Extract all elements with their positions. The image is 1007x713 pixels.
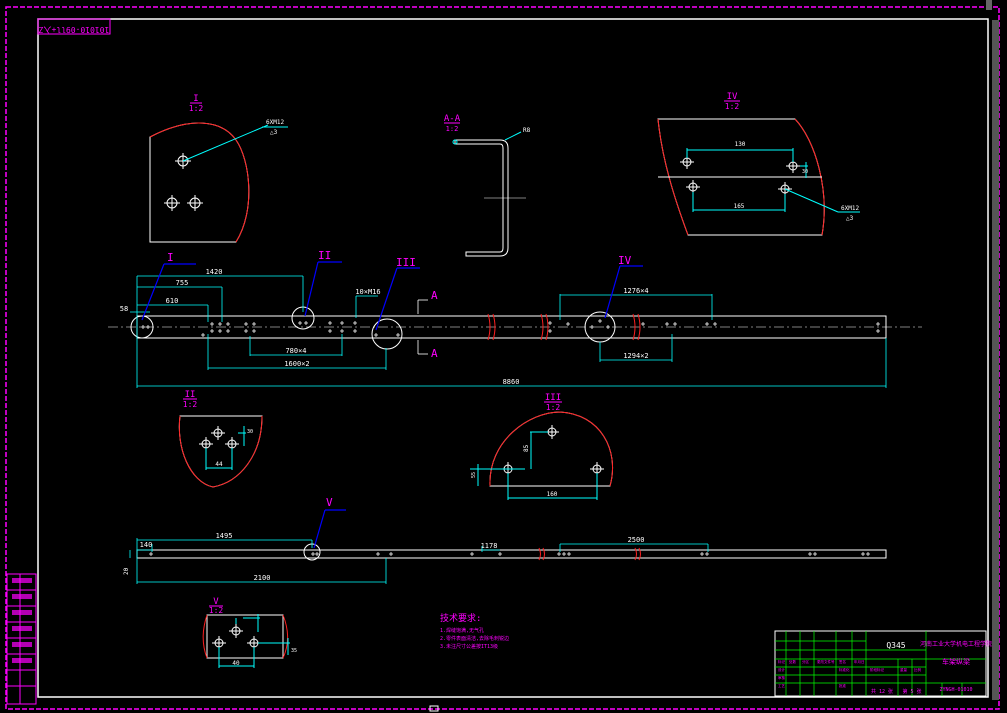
detail-III-d85: 85 bbox=[523, 444, 530, 452]
tech-note-3: 3.未注尺寸公差按IT13级 bbox=[440, 643, 498, 650]
lower-dim-2500: 2500 bbox=[628, 536, 645, 544]
detail-IV-callout2: △3 bbox=[846, 215, 854, 222]
svg-text:更改文件号: 更改文件号 bbox=[817, 659, 835, 664]
detail-V-d35: 35 bbox=[291, 648, 297, 654]
detail-IV-d165: 165 bbox=[734, 203, 745, 210]
lower-dim-2100: 2100 bbox=[254, 574, 271, 582]
detail-II-d44: 44 bbox=[215, 461, 223, 468]
tech-note-1: 1.焊缝饱满,无气孔 bbox=[440, 627, 484, 634]
svg-text:重量: 重量 bbox=[900, 667, 908, 672]
dim-10xM16: 10×M16 bbox=[355, 288, 380, 296]
svg-text:批准: 批准 bbox=[839, 683, 847, 688]
detail-V-d40: 40 bbox=[232, 660, 240, 667]
detail-IV-callout: 6XM12 bbox=[841, 205, 859, 212]
detail-III: III 1:2 160 85 55 bbox=[470, 393, 614, 500]
title-part-name: 车架纵梁 bbox=[942, 657, 970, 666]
detail-III-d55: 55 bbox=[471, 472, 477, 478]
section-A-A: A-A 1:2 R8 bbox=[444, 114, 531, 257]
title-school: 河南工业大学机电工程学院 bbox=[920, 640, 992, 648]
svg-text:分区: 分区 bbox=[802, 659, 810, 664]
lower-dim-1495: 1495 bbox=[216, 532, 233, 540]
detail-I-callout: 6XM12 bbox=[266, 119, 284, 126]
section-mark-IV: IV bbox=[618, 254, 632, 267]
svg-text:年月日: 年月日 bbox=[854, 659, 865, 664]
section-mark-III: III bbox=[396, 256, 416, 269]
drawing-number-box: 101010-09ll+入Z bbox=[37, 18, 111, 35]
section-AA-radius: R8 bbox=[523, 127, 531, 134]
section-mark-V: V bbox=[326, 496, 333, 509]
detail-IV-d130: 130 bbox=[735, 141, 746, 148]
detail-I-callout2: △3 bbox=[270, 129, 278, 136]
dim-58: 58 bbox=[120, 305, 128, 313]
section-mark-II: II bbox=[318, 249, 331, 262]
detail-V-title: V bbox=[213, 597, 219, 607]
title-block: 标记处数分区 更改文件号签名 年月日 设计审核工艺 标准化批准 阶段标记 重量 比例 Q3… bbox=[774, 630, 992, 697]
title-code: ZYNGH-01010 bbox=[939, 687, 972, 693]
detail-III-scale: 1:2 bbox=[546, 403, 561, 412]
detail-I-scale: 1:2 bbox=[189, 104, 204, 113]
dim-1600: 1600×2 bbox=[284, 360, 309, 368]
section-AA-scale: 1:2 bbox=[446, 125, 459, 133]
svg-text:设计: 设计 bbox=[778, 667, 786, 672]
svg-text:工艺: 工艺 bbox=[778, 683, 786, 688]
detail-V-scale: 1:2 bbox=[209, 606, 224, 615]
dim-1276: 1276×4 bbox=[623, 287, 648, 295]
detail-IV-d30: 30 bbox=[802, 169, 808, 175]
detail-III-d160: 160 bbox=[547, 491, 558, 498]
detail-II-scale: 1:2 bbox=[183, 400, 198, 409]
dim-1294: 1294×2 bbox=[623, 352, 648, 360]
svg-text:审核: 审核 bbox=[778, 675, 786, 680]
detail-II-d30: 30 bbox=[247, 429, 253, 435]
tech-notes-heading: 技术要求: bbox=[440, 612, 481, 624]
left-revision-column bbox=[6, 573, 37, 705]
svg-text:标准化: 标准化 bbox=[839, 667, 850, 672]
lower-dim-20: 20 bbox=[123, 567, 130, 575]
detail-V: V 1:2 40 35 bbox=[202, 597, 297, 668]
dim-755: 755 bbox=[176, 279, 189, 287]
section-mark-I: I bbox=[167, 251, 174, 264]
dim-1420: 1420 bbox=[206, 268, 223, 276]
detail-IV-title: IV bbox=[727, 92, 738, 102]
detail-III-title: III bbox=[545, 393, 561, 403]
drawing-number: 101010-09ll+入Z bbox=[39, 25, 110, 34]
detail-II: II 1:2 44 30 bbox=[178, 390, 263, 488]
tech-note-2: 2.零件表面清洁,去除毛刺锐边 bbox=[440, 635, 509, 642]
detail-I-title: I bbox=[193, 94, 198, 104]
title-sheet-no: 第 5 张 bbox=[902, 688, 921, 695]
main-beam-view: 1420 755 610 58 10×M16 780×4 1600×2 1276… bbox=[108, 249, 922, 388]
section-AA-title: A-A bbox=[444, 114, 461, 124]
svg-text:标记: 标记 bbox=[778, 659, 786, 664]
right-edge-strip bbox=[992, 20, 999, 700]
title-sheet-total: 共 12 张 bbox=[871, 688, 893, 695]
detail-IV: IV 1:2 130 165 30 6XM12 △3 bbox=[657, 92, 860, 236]
drawing-frame bbox=[37, 18, 989, 698]
svg-text:阶段标记: 阶段标记 bbox=[870, 667, 884, 672]
technical-requirements: 技术要求: 1.焊缝饱满,无气孔 2.零件表面清洁,去除毛刺锐边 3.未注尺寸公… bbox=[440, 612, 509, 650]
svg-text:签名: 签名 bbox=[839, 659, 846, 664]
detail-II-title: II bbox=[185, 390, 196, 400]
section-arrow-A-top: A bbox=[431, 289, 438, 302]
lower-dim-140: 140 bbox=[140, 541, 153, 549]
dim-780: 780×4 bbox=[285, 347, 306, 355]
section-arrow-A-bottom: A bbox=[431, 347, 438, 360]
lower-dim-1178: 1178 bbox=[481, 542, 498, 550]
detail-IV-scale: 1:2 bbox=[725, 102, 740, 111]
lower-beam-view: 140 1495 1178 2500 2100 20 V bbox=[123, 496, 887, 584]
svg-text:比例: 比例 bbox=[914, 667, 922, 672]
title-material: Q345 bbox=[886, 641, 905, 650]
dim-610: 610 bbox=[166, 297, 179, 305]
svg-text:处数: 处数 bbox=[789, 659, 797, 664]
dim-overall: 8860 bbox=[503, 378, 520, 386]
detail-I: I 1:2 6XM12 △3 bbox=[149, 94, 288, 243]
